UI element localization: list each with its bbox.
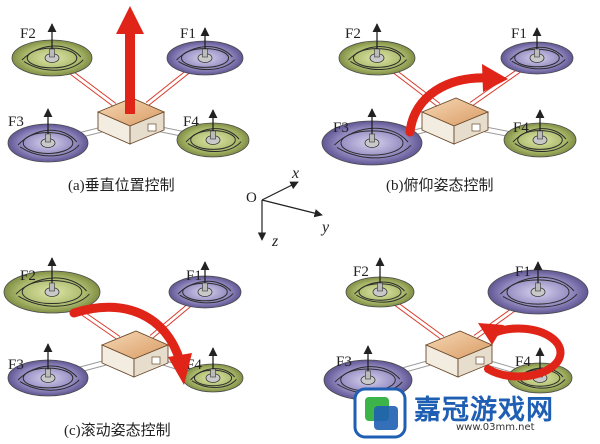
rotor-label: F3 — [333, 120, 349, 136]
vertical-up-arrow — [116, 6, 144, 114]
watermark-url: www.03mm.net — [456, 422, 535, 433]
rotor-f3: F3 — [7, 343, 89, 397]
rotor-label: F2 — [20, 268, 36, 284]
rotor-label: F1 — [186, 268, 202, 284]
rotor-f4: F4 — [503, 109, 577, 158]
rotor-label: F2 — [353, 264, 369, 280]
axis-z-label: z — [271, 233, 279, 250]
panel-caption: (a)垂直位置控制 — [68, 177, 175, 194]
rotor-f3: F3 — [7, 108, 89, 163]
rotor-label: F4 — [513, 120, 529, 136]
rotor-f3: F3 — [321, 108, 423, 166]
rotor-f4: F4 — [182, 347, 244, 393]
rotor-f1: F1 — [500, 26, 574, 75]
rotor-label: F1 — [180, 26, 196, 42]
drone-body — [100, 330, 170, 378]
rotor-f2: F2 — [338, 23, 416, 76]
axis-x-label: x — [291, 165, 299, 182]
rotor-label: F4 — [515, 354, 531, 370]
rotor-label: F3 — [8, 357, 24, 373]
rotor-label: F4 — [183, 114, 199, 130]
rotor-f2: F2 — [345, 257, 415, 308]
rotor-f2: F2 — [3, 257, 101, 314]
roll-curved-arrow — [69, 302, 192, 385]
drone-body — [424, 330, 494, 378]
yaw-circular-arrow — [478, 323, 565, 381]
rotor-f4: F4 — [176, 109, 250, 158]
site-logo-icon — [353, 387, 407, 439]
panel-caption: (b)俯仰姿态控制 — [386, 177, 494, 194]
rotor-label: F1 — [511, 26, 527, 42]
rotor-label: F1 — [515, 264, 531, 280]
site-watermark: 嘉冠游戏网 www.03mm.net — [352, 384, 596, 440]
coordinate-axes: Ox y z — [246, 165, 330, 250]
pitch-curved-arrow — [405, 64, 508, 137]
drone-body — [420, 97, 490, 145]
rotor-label: F4 — [186, 357, 202, 373]
axis-y-label: y — [320, 219, 330, 236]
rotor-f1: F1 — [166, 26, 244, 76]
rotor-label: F3 — [336, 354, 352, 370]
rotor-f1: F1 — [487, 261, 589, 315]
rotor-label: F2 — [20, 26, 36, 42]
watermark-title: 嘉冠游戏网 — [414, 395, 554, 426]
rotor-f1: F1 — [168, 261, 242, 309]
rotor-label: F2 — [345, 26, 361, 42]
axis-origin-label: O — [246, 190, 257, 206]
panel-caption: (c)滚动姿态控制 — [64, 422, 171, 439]
rotor-label: F3 — [8, 114, 24, 130]
rotor-f2: F2 — [11, 23, 93, 77]
